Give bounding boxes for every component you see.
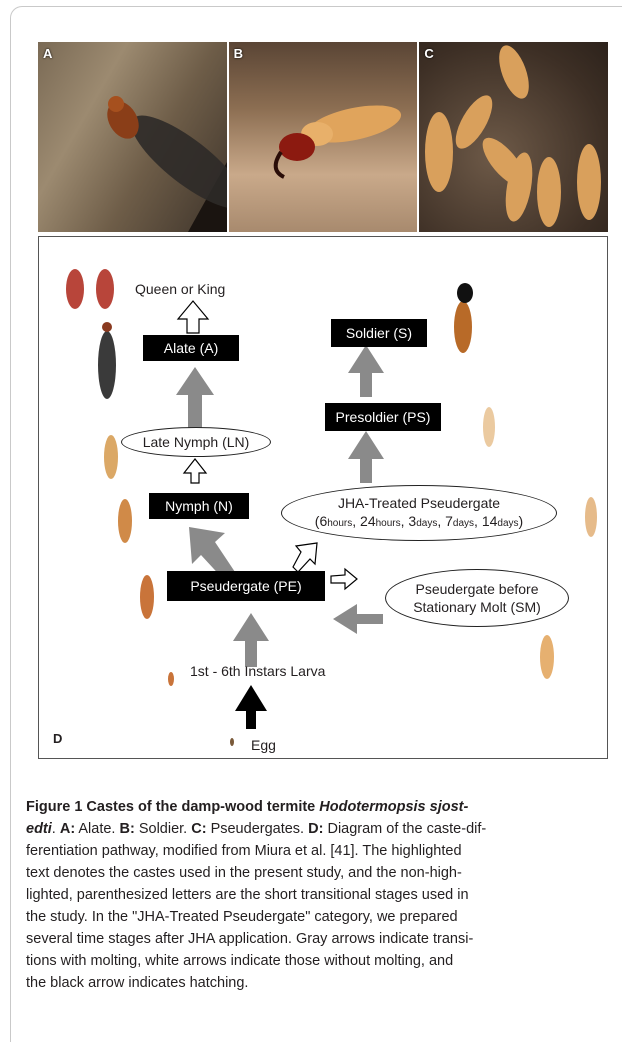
caption-line-3: ferentiation pathway, modified from Miur… <box>26 840 606 862</box>
queen-or-king-label: Queen or King <box>135 281 225 297</box>
caption-line-9: the black arrow indicates hatching. <box>26 972 606 994</box>
nymph-box: Nymph (N) <box>149 493 249 519</box>
photo-alate: A <box>38 42 227 232</box>
caption-line-5: lighted, parenthesized letters are the s… <box>26 884 606 906</box>
caption-line-6: the study. In the "JHA-Treated Pseuderga… <box>26 906 606 928</box>
white-arrow-pe-jha <box>293 543 317 572</box>
photo-row: A B C <box>38 42 608 232</box>
gray-arrow-ps-s <box>348 345 384 397</box>
soldier-box: Soldier (S) <box>331 319 427 347</box>
gray-arrow-ln-alate <box>176 367 214 429</box>
black-arrow-egg-larva <box>235 685 267 729</box>
presoldier-box: Presoldier (PS) <box>325 403 441 431</box>
jha-treated-oval: JHA-Treated Pseudergate (6hours, 24hours… <box>281 485 557 541</box>
sm-line-2: Stationary Molt (SM) <box>413 598 541 616</box>
caption-line-8: tions with molting, white arrows indicat… <box>26 950 606 972</box>
jha-line-1: JHA-Treated Pseudergate <box>338 494 500 512</box>
pseudergate-box: Pseudergate (PE) <box>167 571 325 601</box>
photo-letter-c: C <box>424 46 433 61</box>
sm-line-1: Pseudergate before <box>416 580 539 598</box>
figure-caption: Figure 1 Castes of the damp-wood termite… <box>26 796 606 994</box>
photo-letter-a: A <box>43 46 52 61</box>
caption-line-7: several time stages after JHA applicatio… <box>26 928 606 950</box>
larva-label: 1st - 6th Instars Larva <box>190 663 325 679</box>
alate-box: Alate (A) <box>143 335 239 361</box>
photo-pseudergates: C <box>419 42 608 232</box>
white-arrow-alate-queen <box>178 301 208 333</box>
late-nymph-oval: Late Nymph (LN) <box>121 427 271 457</box>
white-arrow-nymph-ln <box>184 459 206 483</box>
caption-line-1: Figure 1 Castes of the damp-wood termite… <box>26 796 606 818</box>
panel-label-d: D <box>53 731 62 746</box>
jha-line-2: (6hours, 24hours, 3days, 7days, 14days) <box>315 512 523 533</box>
photo-letter-b: B <box>234 46 243 61</box>
egg-label: Egg <box>251 737 276 753</box>
caption-line-4: text denotes the castes used in the pres… <box>26 862 606 884</box>
caste-diagram: Queen or King Alate (A) Late Nymph (LN) … <box>38 236 608 759</box>
stationary-molt-oval: Pseudergate before Stationary Molt (SM) <box>385 569 569 627</box>
pseudergates-photo-art <box>419 42 608 232</box>
photo-soldier: B <box>229 42 418 232</box>
gray-arrow-larva-pe <box>233 613 269 667</box>
gray-arrow-jha-ps <box>348 431 384 483</box>
white-arrow-pe-sm <box>331 569 357 589</box>
caption-line-2: edti. A: Alate. B: Soldier. C: Pseuderga… <box>26 818 606 840</box>
alate-photo-art <box>38 42 227 232</box>
soldier-photo-art <box>229 42 418 232</box>
gray-arrow-sm-pe <box>333 604 383 634</box>
